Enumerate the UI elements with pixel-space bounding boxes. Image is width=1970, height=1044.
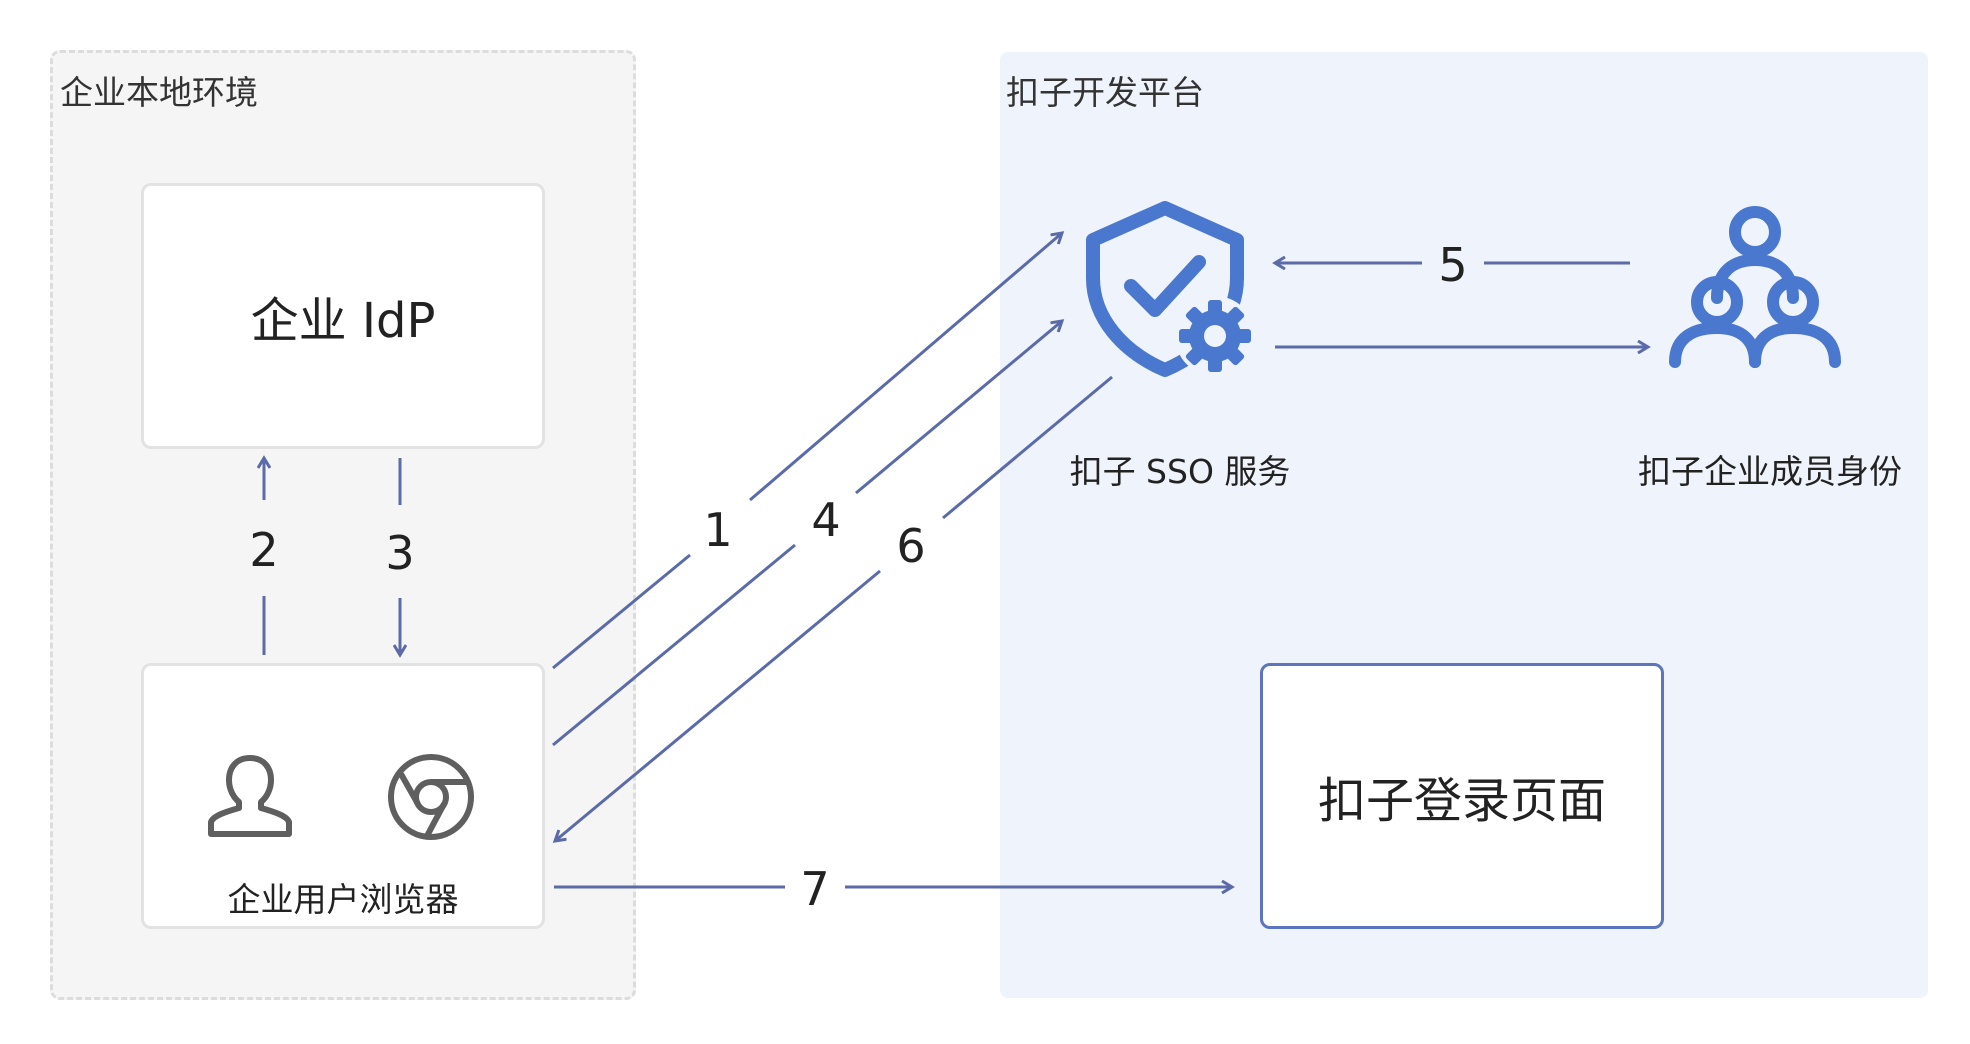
step-6-label: 6 — [896, 519, 926, 573]
coze-sso-label: 扣子 SSO 服务 — [1069, 452, 1291, 491]
step-1-label: 1 — [703, 503, 733, 557]
enterprise-browser-box — [141, 663, 545, 929]
step-2-label: 2 — [249, 523, 279, 577]
local-environment-label: 企业本地环境 — [60, 73, 258, 112]
coze-login-page-box: 扣子登录页面 — [1260, 663, 1664, 929]
enterprise-browser-label: 企业用户浏览器 — [227, 880, 459, 919]
coze-platform-label: 扣子开发平台 — [1006, 73, 1204, 112]
coze-member-identity-label: 扣子企业成员身份 — [1638, 452, 1902, 491]
step-5-label: 5 — [1438, 238, 1468, 292]
step-4-label: 4 — [811, 493, 841, 547]
shield-check-gear-icon — [1086, 201, 1255, 377]
arrow-step-6-lower — [555, 569, 881, 841]
arrow-step-1-upper — [749, 233, 1062, 502]
chrome-browser-icon — [388, 754, 474, 840]
user-icon — [208, 755, 292, 837]
arrow-step-1-lower — [552, 553, 691, 670]
enterprise-idp-box: 企业 IdP — [141, 183, 545, 449]
coze-login-page-label: 扣子登录页面 — [1317, 773, 1606, 829]
enterprise-idp-label: 企业 IdP — [250, 293, 436, 349]
group-members-icon — [1669, 206, 1841, 368]
step-3-label: 3 — [385, 526, 415, 580]
arrow-step-4-upper — [855, 321, 1062, 495]
arrow-step-6-upper — [942, 375, 1113, 520]
arrow-step-4-lower — [552, 543, 796, 747]
step-7-label: 7 — [800, 862, 830, 916]
